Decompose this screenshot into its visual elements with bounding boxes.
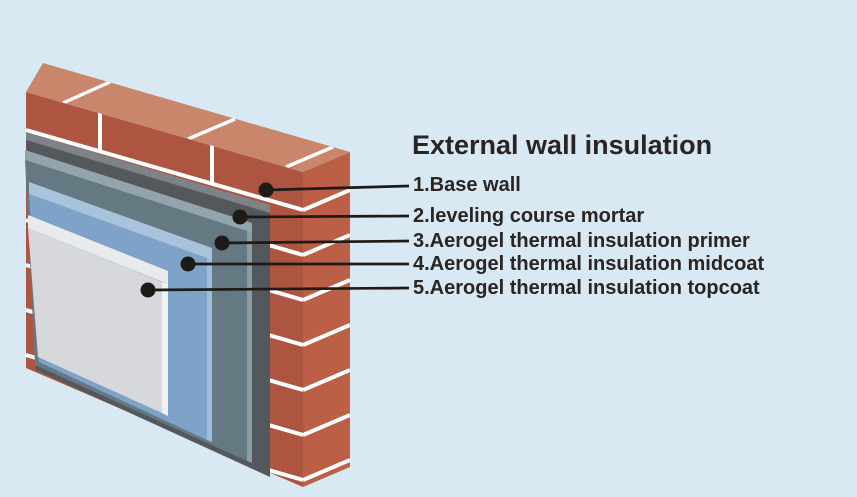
- midcoat-top-edge: [29, 182, 212, 260]
- leader-dot-1: [258, 182, 274, 198]
- leader-dot-3: [214, 235, 230, 251]
- leader-line-3: [221, 239, 410, 245]
- primer-top-edge: [25, 150, 252, 233]
- brick-top-face: [26, 63, 350, 172]
- topcoat-front-face: [28, 228, 162, 413]
- brick-side-mortar-joints: [303, 188, 350, 482]
- leader-lines: [140, 182, 410, 298]
- brick-top-mortar-joints: [62, 80, 334, 169]
- topcoat-top-edge: [28, 215, 168, 284]
- leader-line-1: [265, 184, 410, 192]
- leveling-mortar-top-edge: [26, 132, 270, 213]
- leader-dot-4: [180, 256, 196, 272]
- primer-end-edge: [247, 231, 252, 463]
- topcoat-end-edge: [162, 282, 168, 416]
- brick-side-face: [303, 152, 350, 487]
- midcoat-end-edge: [207, 258, 212, 442]
- leader-dot-2: [232, 209, 248, 225]
- leader-line-5: [147, 286, 410, 292]
- topcoat-layer: [28, 215, 168, 416]
- leader-dot-5: [140, 282, 156, 298]
- leader-line-2: [239, 214, 410, 219]
